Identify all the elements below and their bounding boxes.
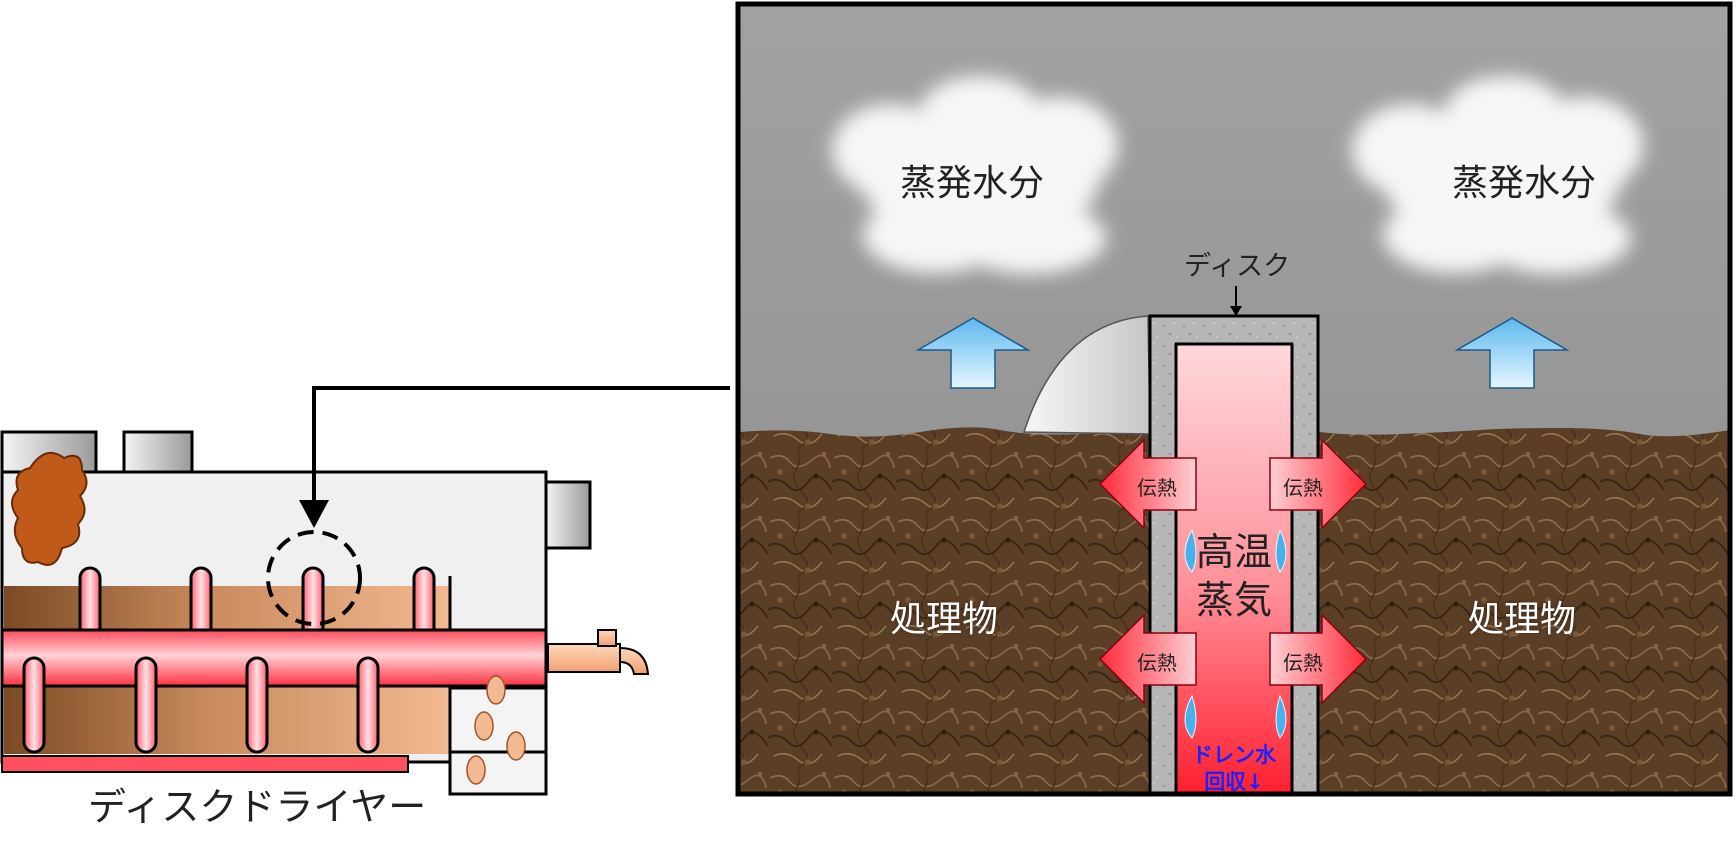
heat-transfer-label-lower-left: 伝熱: [1137, 651, 1177, 675]
steam-cloud-right: [1352, 76, 1643, 274]
panel-border: [735, 1, 1733, 797]
drain-line1: ドレン水: [1192, 743, 1276, 767]
evaporated-water-label-right: 蒸発水分: [1452, 163, 1597, 204]
high-temp-steam-label: 高温 蒸気: [1196, 528, 1272, 624]
cross-section-panel: [735, 1, 1733, 797]
side-nozzle: [544, 480, 592, 550]
evaporation-arrow-right: [1454, 317, 1570, 389]
disk-pointer-head: [1230, 306, 1242, 316]
steam-cloud-left: [832, 76, 1118, 274]
upper-discs: [78, 566, 436, 660]
condensate-droplets: [1184, 528, 1287, 739]
treated-material-label-left: 処理物: [890, 599, 999, 640]
high-temp-steam-line2: 蒸気: [1196, 578, 1273, 622]
disk-dryer-machine: [0, 386, 730, 796]
feed-material: [11, 451, 88, 566]
heat-transfer-label-upper-right: 伝熱: [1283, 476, 1323, 500]
lower-discs: [22, 656, 380, 754]
focus-circle: [266, 530, 362, 626]
heat-transfer-label-upper-left: 伝熱: [1137, 476, 1177, 500]
high-temp-steam-line1: 高温: [1196, 530, 1273, 574]
evaporated-water-label-left: 蒸発水分: [900, 163, 1045, 204]
vent-nozzle: [122, 430, 194, 476]
bottom-jacket: [1, 755, 409, 773]
treated-material-label-right: 処理物: [1468, 599, 1577, 640]
drain-line2: 回収↓: [1204, 770, 1264, 794]
heat-transfer-label-lower-right: 伝熱: [1283, 651, 1323, 675]
callout-line: [312, 386, 730, 502]
heat-arrow-upper-right: [1269, 438, 1368, 530]
evaporation-arrow-left: [915, 317, 1031, 389]
callout-arrowhead: [299, 500, 329, 528]
outlet-chamber: [448, 686, 548, 796]
disk-label: ディスク: [1184, 251, 1291, 282]
dryer-title: ディスクドライヤー: [88, 785, 427, 829]
discharged-granules: [466, 675, 526, 785]
heat-arrow-lower-left: [1098, 613, 1197, 705]
steam-shaft: [0, 628, 548, 688]
drain-recovery-label: ドレン水 回収↓: [1188, 742, 1280, 796]
heat-arrow-lower-right: [1269, 613, 1368, 705]
steam-inlet-pipe: [547, 629, 650, 675]
heat-arrow-upper-left: [1098, 438, 1197, 530]
material-mound: [1022, 315, 1151, 435]
